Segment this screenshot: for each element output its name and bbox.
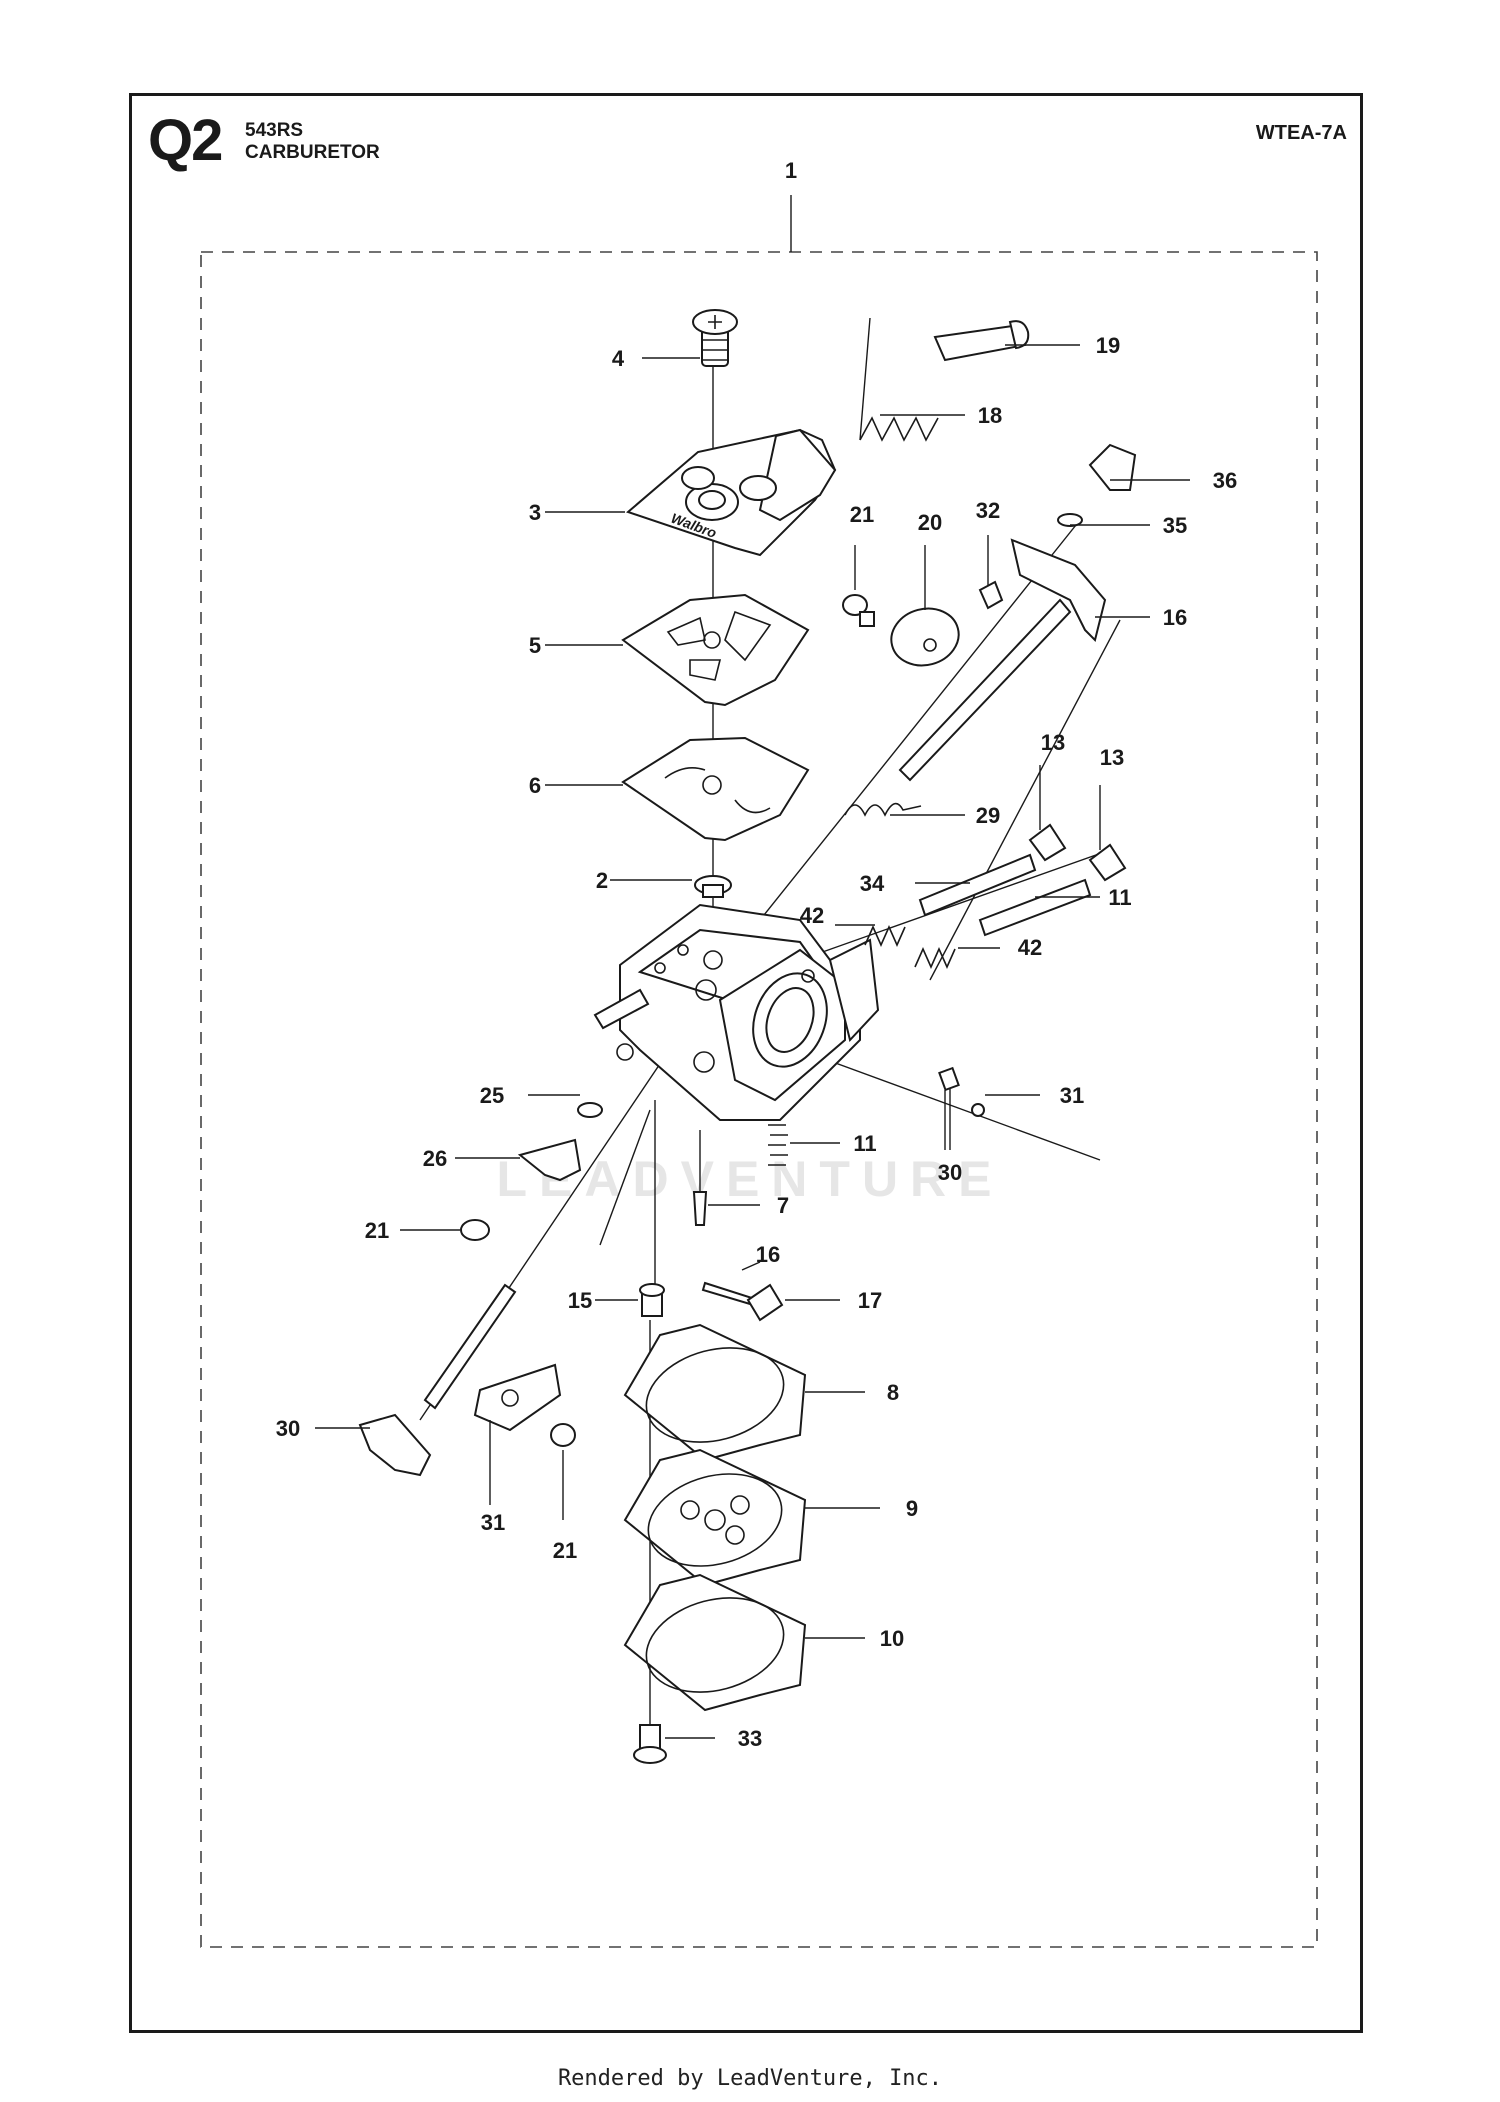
gasket-5 <box>621 593 810 707</box>
page-border <box>129 93 1363 2033</box>
screw-21c <box>550 1423 576 1447</box>
callout-35: 35 <box>1163 513 1187 538</box>
callout-labels: 1 4 19 18 3 36 35 16 21 20 32 5 6 29 2 1… <box>276 158 1237 1751</box>
carburetor-body <box>593 903 880 1121</box>
reference-code: WTEA-7A <box>1255 122 1347 144</box>
footer-credit: Rendered by LeadVenture, Inc. <box>557 2066 943 2091</box>
spring-42b <box>914 947 956 969</box>
callout-33: 33 <box>738 1726 762 1751</box>
callout-36: 36 <box>1213 468 1237 493</box>
idle-screw-19 <box>933 320 1030 362</box>
callout-42-left: 42 <box>800 903 824 928</box>
ball-29 <box>971 1103 985 1117</box>
callout-19: 19 <box>1096 333 1120 358</box>
callout-16: 17 <box>858 1288 882 1313</box>
diaphragm-9 <box>623 1448 807 1587</box>
callout-1: 1 <box>785 158 797 183</box>
callout-15: 16 <box>756 1242 780 1267</box>
spring-11 <box>768 1124 788 1166</box>
throttle-shaft-17 <box>898 538 1107 782</box>
callout-34: 34 <box>860 871 885 896</box>
callout-3: 3 <box>529 500 541 525</box>
callout-5: 5 <box>529 633 541 658</box>
callout-27: 29 <box>976 803 1000 828</box>
limiter-cap-13b <box>1088 843 1127 882</box>
screw-21b <box>460 1219 490 1241</box>
needle-34 <box>918 853 1037 917</box>
callout-20: 20 <box>918 510 942 535</box>
pump-cover-3: Walbro <box>626 428 837 557</box>
gasket-8 <box>623 1323 807 1462</box>
callout-18: 18 <box>978 403 1002 428</box>
page-code: Q2 <box>148 108 223 173</box>
needle-valve-2 <box>694 875 732 898</box>
assembly-boundary <box>200 251 1318 1948</box>
spring-42a <box>864 925 906 947</box>
callout-4: 4 <box>612 346 625 371</box>
callout-13-right: 13 <box>1100 745 1124 770</box>
callout-21-left: 21 <box>365 1218 389 1243</box>
callout-13-left: 13 <box>1041 730 1065 755</box>
needle-12 <box>978 878 1092 937</box>
throttle-shaft-30 <box>358 1283 517 1477</box>
callout-31: 31 <box>481 1510 505 1535</box>
callout-14: 15 <box>568 1288 592 1313</box>
callout-leaders <box>315 344 1190 1739</box>
lever-16 <box>746 1283 784 1322</box>
section-title: CARBURETOR <box>245 142 380 163</box>
clip-25 <box>577 1102 603 1118</box>
clip-32 <box>978 580 1004 610</box>
limiter-cap-13a <box>1028 823 1067 862</box>
callout-17: 16 <box>1163 605 1187 630</box>
spring-18 <box>859 416 939 442</box>
cap-36 <box>1088 443 1137 491</box>
screw-28 <box>938 1066 960 1092</box>
screw-21a <box>842 594 875 627</box>
callout-7: 7 <box>777 1193 789 1218</box>
pin-15 <box>701 1281 754 1306</box>
callout-28: 30 <box>938 1160 962 1185</box>
callout-42-right: 42 <box>1018 935 1042 960</box>
model-name: 543RS <box>245 120 304 141</box>
valve-plate-20 <box>890 607 960 667</box>
gasket-10 <box>623 1573 807 1712</box>
screw-14 <box>639 1283 665 1317</box>
callout-10: 10 <box>880 1626 904 1651</box>
callout-9: 9 <box>906 1496 918 1521</box>
callout-32: 32 <box>976 498 1000 523</box>
callout-30: 30 <box>276 1416 300 1441</box>
washer-35 <box>1057 513 1083 527</box>
callout-6: 6 <box>529 773 541 798</box>
callout-21-bottom: 21 <box>553 1538 577 1563</box>
valve-plate-31 <box>473 1363 562 1432</box>
callout-2: 2 <box>596 868 608 893</box>
callout-8: 8 <box>887 1380 899 1405</box>
screw-33 <box>633 1724 667 1764</box>
screw-4 <box>692 309 738 367</box>
callout-21-top: 21 <box>850 502 874 527</box>
diaphragm-6 <box>621 736 810 842</box>
callout-26: 26 <box>423 1146 447 1171</box>
callout-29: 31 <box>1060 1083 1084 1108</box>
callout-11: 11 <box>853 1131 876 1156</box>
needle-7 <box>692 1191 708 1226</box>
spring-27 <box>844 802 922 817</box>
lever-26 <box>517 1138 582 1182</box>
callout-25: 25 <box>480 1083 504 1108</box>
callout-12: 11 <box>1108 885 1131 910</box>
